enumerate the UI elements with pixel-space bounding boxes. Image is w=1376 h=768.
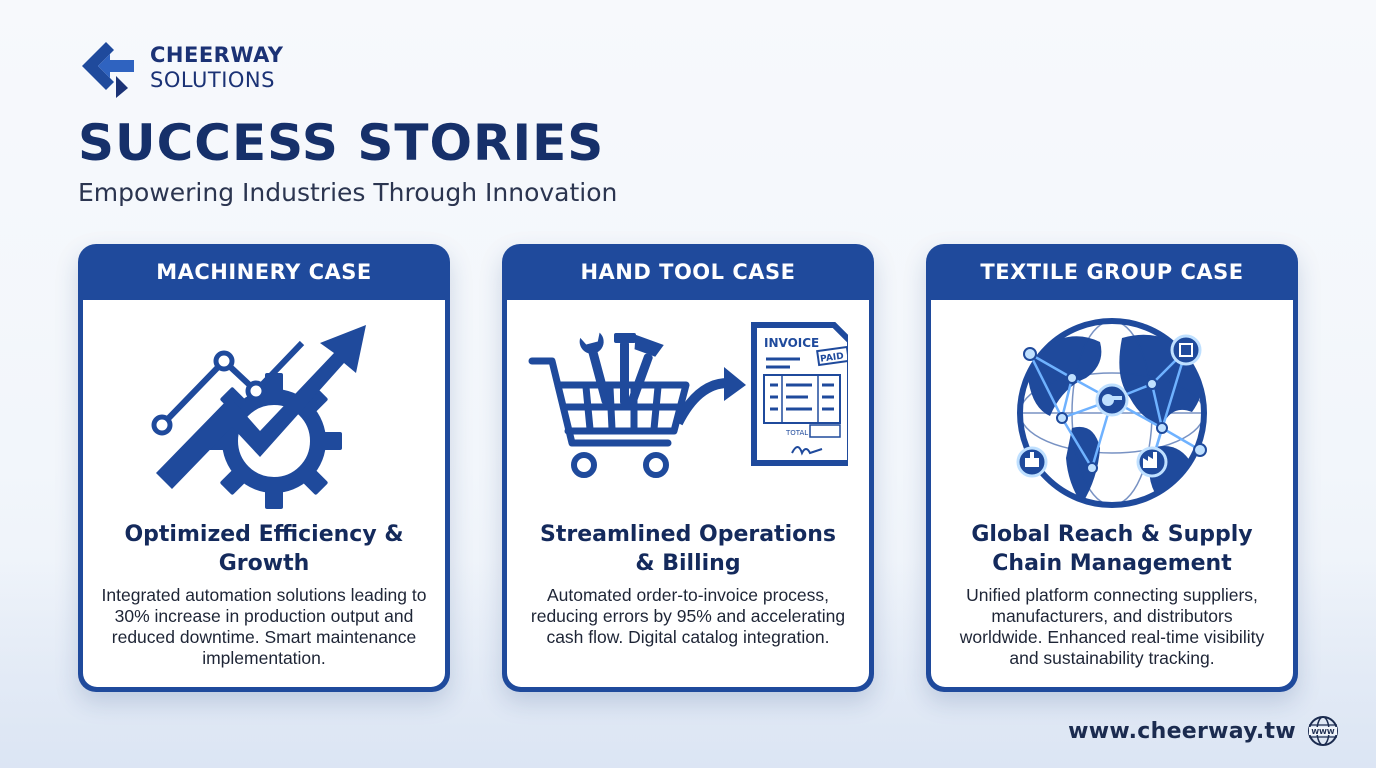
card-heading: MACHINERY CASE xyxy=(156,260,372,284)
www-label: WWW xyxy=(1311,728,1334,736)
card-description: Automated order-to-invoice process, redu… xyxy=(530,585,846,647)
globe-network-icon xyxy=(1016,318,1207,508)
card-title: Optimized Efficiency & Growth xyxy=(124,522,404,576)
brand-tagline: SOLUTIONS xyxy=(150,68,275,92)
total-label: TOTAL xyxy=(785,429,808,437)
card-body: Global Reach & Supply Chain Management U… xyxy=(931,300,1293,687)
brand-name: CHEERWAY xyxy=(150,43,284,67)
footer: www.cheerway.tw WWW xyxy=(1068,714,1340,748)
card-description: Unified platform connecting suppliers, m… xyxy=(959,585,1265,668)
cart-invoice-icon: INVOICE PAID xyxy=(528,322,848,478)
logo-mark-icon xyxy=(82,42,134,98)
card-hand-tool[interactable]: HAND TOOL CASE xyxy=(502,244,874,692)
globe-icon: WWW xyxy=(1308,716,1338,746)
brand-logo[interactable]: CHEERWAY SOLUTIONS xyxy=(76,36,284,100)
page-title: SUCCESS STORIES xyxy=(78,114,605,172)
card-description: Integrated automation solutions leading … xyxy=(101,585,427,668)
growth-gear-icon xyxy=(151,325,366,509)
card-heading: HAND TOOL CASE xyxy=(580,260,796,284)
invoice-label: INVOICE xyxy=(764,336,819,350)
card-textile-group[interactable]: TEXTILE GROUP CASE xyxy=(926,244,1298,692)
card-heading: TEXTILE GROUP CASE xyxy=(980,260,1244,284)
card-title: Streamlined Operations & Billing xyxy=(540,522,836,576)
paid-stamp: PAID xyxy=(820,352,845,365)
card-machinery[interactable]: MACHINERY CASE xyxy=(78,244,450,692)
page-subtitle: Empowering Industries Through Innovation xyxy=(78,178,618,207)
card-body: INVOICE PAID xyxy=(507,300,869,687)
card-body: Optimized Efficiency & Growth Integrated… xyxy=(83,300,445,687)
website-link[interactable]: www.cheerway.tw xyxy=(1068,718,1296,744)
card-title: Global Reach & Supply Chain Management xyxy=(971,522,1253,576)
